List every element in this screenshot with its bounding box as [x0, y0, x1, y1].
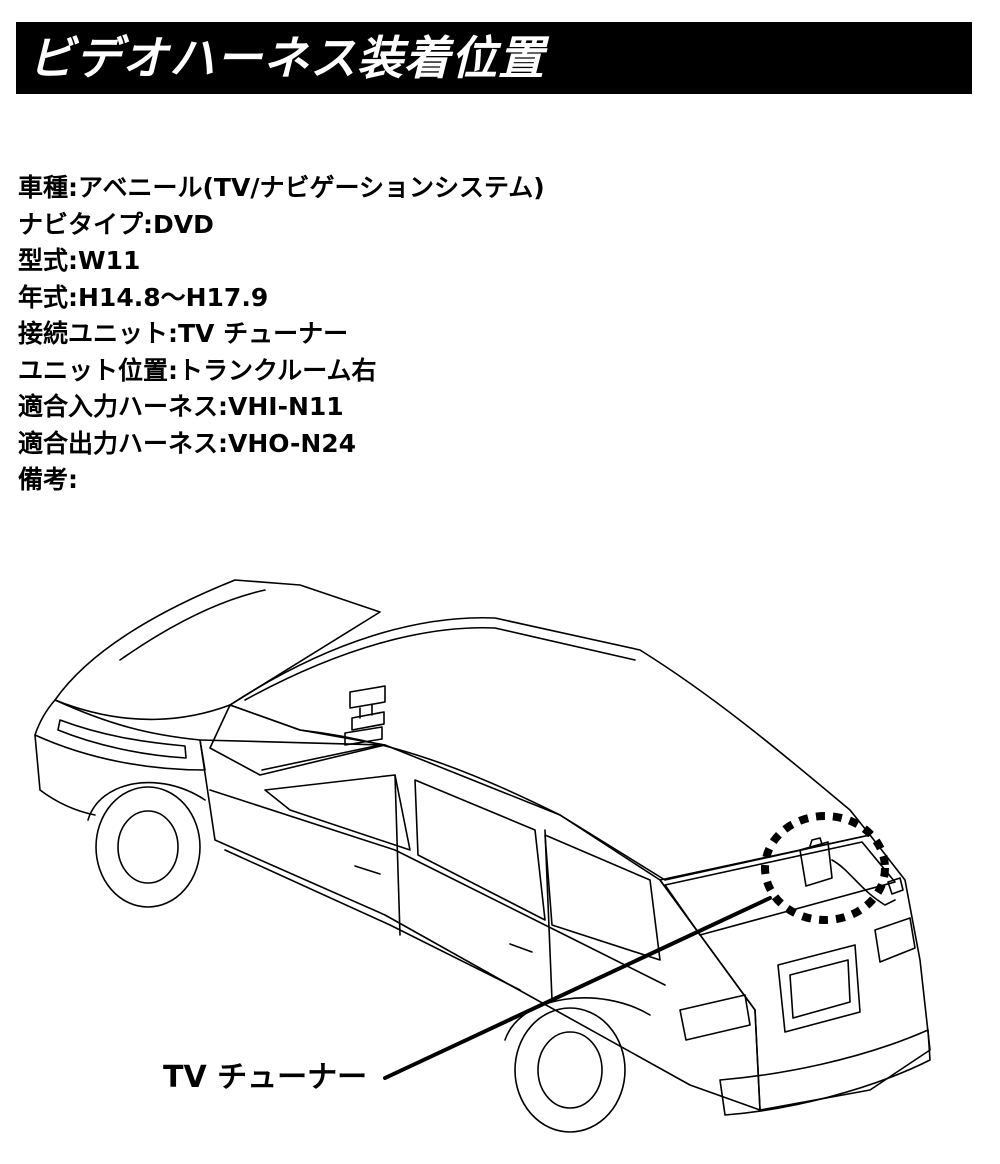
spec-input-harness: 適合入力ハーネス:VHI-N11 [18, 392, 344, 421]
roof-rail-line [244, 626, 636, 701]
car-roof [229, 616, 871, 881]
title-bar: ビデオハーネス装着位置 [16, 22, 972, 94]
car-side [199, 739, 761, 1111]
spec-list: 車種:アベニール(TV/ナビゲーションシステム) ナビタイプ:DVD 型式:W1… [18, 170, 545, 499]
spec-unit-position: ユニット位置:トランクルーム右 [18, 355, 377, 385]
sill-line [224, 849, 521, 991]
license-plate-recess [777, 944, 861, 1033]
rear-bumper [719, 1029, 931, 1116]
spec-model: 型式:W11 [18, 246, 141, 275]
hood-line [119, 589, 266, 661]
rear-window [664, 841, 896, 936]
belt-line [209, 789, 666, 986]
door-line-front [394, 774, 401, 936]
front-bumper [34, 699, 206, 771]
spec-navi-type: ナビタイプ:DVD [18, 209, 214, 239]
front-door-handle [354, 865, 381, 875]
windshield [209, 704, 386, 776]
headlight [57, 719, 187, 759]
spec-output-harness: 適合出力ハーネス:VHO-N24 [18, 428, 357, 458]
rear-wheel [514, 1007, 626, 1133]
door-line-rear [544, 829, 553, 1001]
page-title: ビデオハーネス装着位置 [28, 31, 545, 85]
callout-leader-line [383, 896, 772, 1080]
tail-light-right [874, 917, 916, 963]
front-wheel-hub [117, 810, 179, 884]
front-door-window [264, 774, 411, 851]
unit-location-highlight [761, 812, 889, 924]
callout-label-tv-tuner: TV チューナー [163, 1060, 368, 1095]
spec-year: 年式:H14.8〜H17.9 [18, 282, 269, 312]
spec-vehicle: 車種:アベニール(TV/ナビゲーションシステム) [18, 173, 545, 202]
license-plate [789, 959, 851, 1019]
front-wheel [95, 786, 201, 908]
harness-units [344, 685, 386, 746]
rear-door-handle [509, 943, 533, 953]
tail-light-left [679, 994, 751, 1041]
car-illustration [34, 579, 931, 1133]
rear-wheel-hub [537, 1031, 603, 1109]
spec-unit: 接続ユニット:TV チューナー [18, 319, 349, 348]
windshield-inner [261, 744, 381, 771]
car-hood [54, 579, 381, 721]
front-wheel-arch [87, 781, 206, 821]
spec-remarks: 備考: [18, 465, 78, 494]
rear-wheel-arch [504, 997, 651, 1041]
rear-door-window [414, 779, 546, 921]
quarter-window [544, 834, 661, 961]
tv-tuner-unit [799, 837, 904, 906]
